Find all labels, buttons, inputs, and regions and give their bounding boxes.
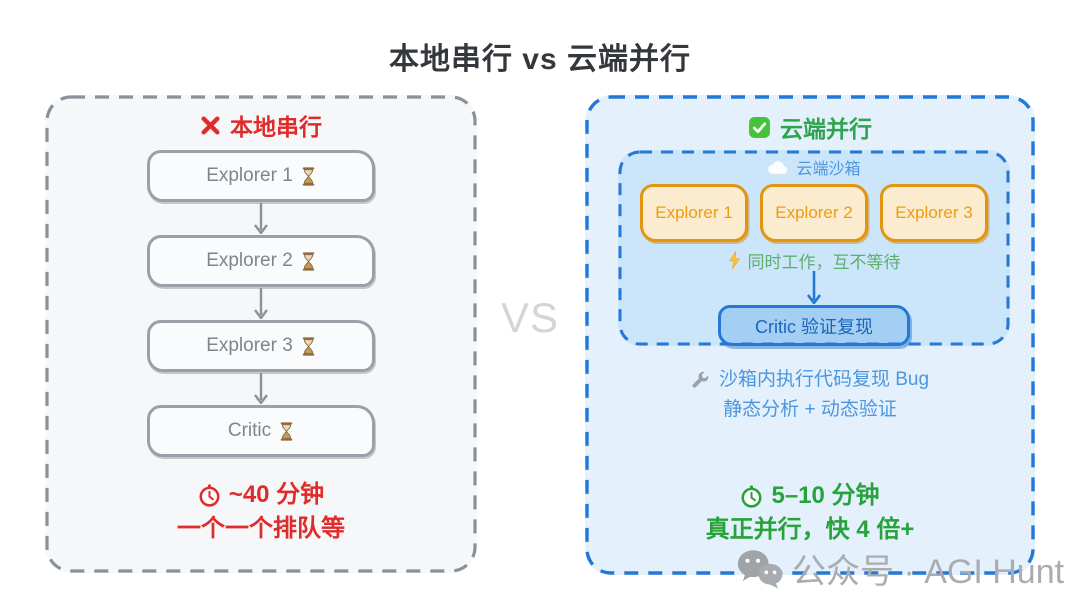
worker-explorer-3: Explorer 3 <box>880 184 988 242</box>
cloud-icon <box>767 160 789 175</box>
serial-flow: Explorer 1 Explorer 2 Explorer 3 <box>45 150 477 457</box>
cloud-parallel-title: 云端并行 <box>780 116 872 142</box>
cloud-parallel-panel: 云端并行 云端沙箱 Explorer 1 Explorer 2 E <box>585 95 1035 575</box>
cloud-note-text: 真正并行，快 4 倍+ <box>705 516 915 543</box>
critic-verify-label: Critic 验证复现 <box>755 316 873 337</box>
clock-icon-red <box>198 483 221 507</box>
vs-label: VS <box>500 294 560 341</box>
arrow-down-icon <box>252 373 270 404</box>
arrow-down-icon <box>252 288 270 319</box>
local-serial-header: 本地串行 <box>45 108 477 142</box>
cloud-summary: 5–10 分钟 真正并行，快 4 倍+ <box>585 481 1035 545</box>
arrow-down-icon-blue <box>805 271 823 304</box>
worker-label: Explorer 2 <box>775 203 853 222</box>
parallel-note-row: 同时工作，互不等待 <box>728 250 901 272</box>
step-label: Explorer 1 <box>206 165 293 186</box>
page-title: 本地串行 vs 云端并行 <box>388 43 692 76</box>
green-check-icon <box>748 116 771 139</box>
cloud-time-text: 5–10 分钟 <box>771 482 880 509</box>
hourglass-icon <box>301 336 316 356</box>
step-explorer-3: Explorer 3 <box>147 320 375 372</box>
clock-icon-green <box>740 484 763 508</box>
local-serial-panel: 本地串行 Explorer 1 Explorer 2 <box>45 95 477 573</box>
step-label: Explorer 3 <box>206 335 293 356</box>
worker-label: Explorer 1 <box>655 203 733 222</box>
wrench-icon <box>691 371 710 390</box>
wechat-icon <box>734 547 784 590</box>
arrow-down-icon <box>252 203 270 234</box>
local-note-text: 一个一个排队等 <box>177 515 345 542</box>
step-explorer-2: Explorer 2 <box>147 235 375 287</box>
watermark-text: 公众号 · AGI Hunt <box>792 553 1065 591</box>
local-summary: ~40 分钟 一个一个排队等 <box>45 480 477 544</box>
step-label: Explorer 2 <box>206 250 293 271</box>
worker-explorer-2: Explorer 2 <box>760 184 868 242</box>
local-time-text: ~40 分钟 <box>228 481 325 508</box>
cloud-parallel-header: 云端并行 <box>585 110 1035 144</box>
parallel-workers: Explorer 1 Explorer 2 Explorer 3 <box>640 184 988 242</box>
hourglass-icon <box>301 166 316 186</box>
sandbox-details: 沙箱内执行代码复现 Bug 静态分析 + 动态验证 <box>585 365 1035 425</box>
critic-verify-box: Critic 验证复现 <box>718 305 910 346</box>
parallel-note-text: 同时工作，互不等待 <box>747 252 901 272</box>
step-explorer-1: Explorer 1 <box>147 150 375 202</box>
detail-line-2: 静态分析 + 动态验证 <box>723 399 897 420</box>
sandbox-label-row: 云端沙箱 <box>767 156 861 178</box>
watermark: 公众号 · AGI Hunt <box>734 544 1064 593</box>
worker-label: Explorer 3 <box>895 203 973 222</box>
red-x-icon <box>200 115 221 136</box>
step-critic: Critic <box>147 405 375 457</box>
worker-explorer-1: Explorer 1 <box>640 184 748 242</box>
hourglass-icon <box>279 421 294 441</box>
cloud-sandbox: 云端沙箱 Explorer 1 Explorer 2 Explorer 3 同时… <box>618 150 1010 346</box>
step-label: Critic <box>227 420 272 441</box>
lightning-icon <box>728 251 741 269</box>
detail-line-1: 沙箱内执行代码复现 Bug <box>718 369 930 390</box>
sandbox-label: 云端沙箱 <box>796 161 861 178</box>
hourglass-icon <box>301 251 316 271</box>
local-serial-title: 本地串行 <box>230 114 322 140</box>
